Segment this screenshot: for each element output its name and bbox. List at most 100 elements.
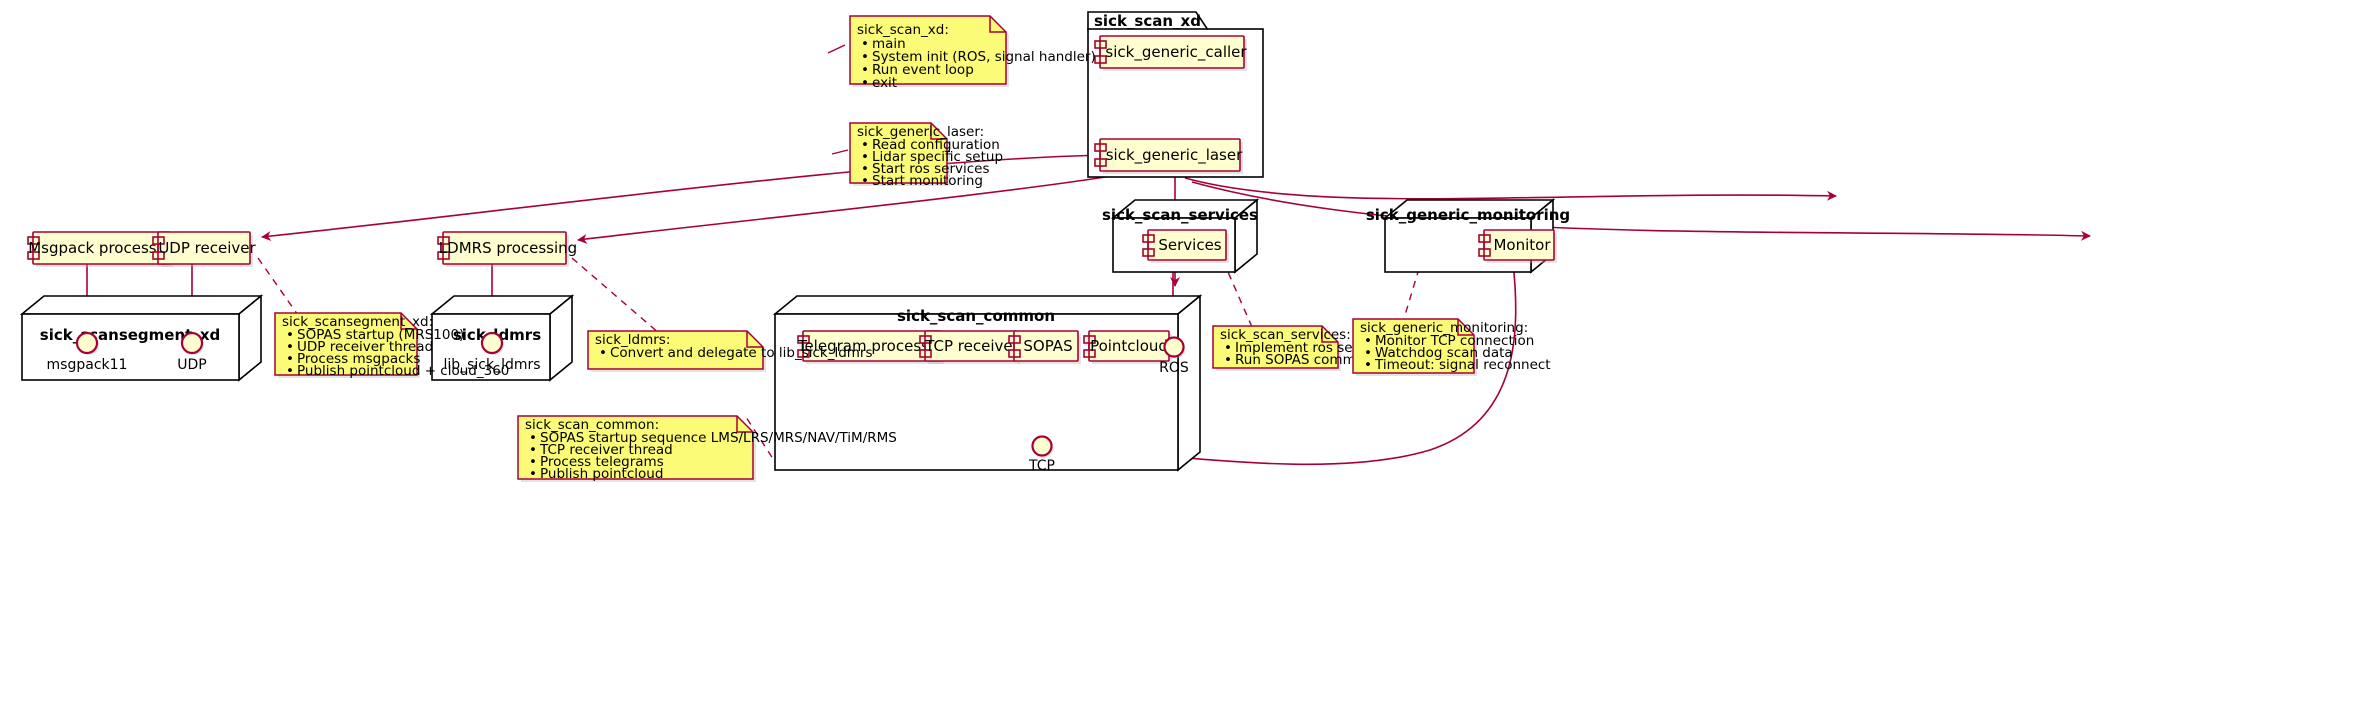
note-header: sick_scan_xd: (857, 22, 949, 38)
interface-label: TCP (1028, 458, 1055, 474)
note-bullet: • (861, 36, 869, 52)
note-body (1352, 318, 1475, 374)
package-title-sick-generic-monitoring: sick_generic_monitoring (1366, 206, 1570, 224)
interface-circle-icon (180, 331, 204, 355)
node-front-face (21, 313, 240, 381)
note-item: Timeout: signal reconnect (1374, 357, 1551, 373)
package-title-sick-scan-common: sick_scan_common (897, 307, 1055, 325)
note-sick-scan-xd[interactable]: sick_scan_xd: • main • System init (ROS,… (849, 15, 1096, 91)
note-item: Process telegrams (540, 454, 664, 470)
note-item: Start monitoring (872, 173, 983, 189)
note-bullet: • (1364, 345, 1372, 361)
note-bullet: • (861, 161, 869, 177)
package-sick-scan-services[interactable]: sick_scan_services (1102, 198, 1260, 274)
note-body (1212, 325, 1339, 369)
edge-laser-to-genericmonitoring (1191, 181, 2091, 241)
component-udp-receiver[interactable]: UDP receiver (152, 231, 256, 267)
note-bullet: • (286, 363, 294, 379)
note-bullet: • (529, 430, 537, 446)
note-sick-scan-common[interactable]: sick_scan_common: • SOPAS startup sequen… (517, 415, 897, 482)
component-label: SOPAS (1023, 337, 1072, 355)
interface-circle-icon (75, 331, 99, 355)
component-ldmrs-processing[interactable]: LDMRS processing (437, 231, 577, 267)
note-sick-generic-monitoring[interactable]: sick_generic_monitoring: • Monitor TCP c… (1352, 318, 1551, 376)
note-bullet: • (861, 173, 869, 189)
leader-note-scanxd (827, 44, 846, 54)
note-item: Publish pointcloud + cloud_360 (297, 363, 509, 379)
note-item: UDP receiver thread (297, 339, 433, 355)
note-bullet: • (1364, 333, 1372, 349)
note-bullet: • (1224, 352, 1232, 368)
interface-udp[interactable]: UDP (177, 331, 207, 373)
component-label: Msgpack processing (28, 239, 180, 257)
note-item: Publish pointcloud (540, 466, 663, 482)
note-sick-generic-laser[interactable]: sick_generic_laser: • Read configuration… (849, 122, 1003, 189)
interface-label: ROS (1159, 360, 1189, 376)
note-bullet: • (599, 345, 607, 361)
note-bullet: • (529, 442, 537, 458)
interface-label: msgpack11 (47, 357, 128, 373)
interface-msgpack11[interactable]: msgpack11 (47, 331, 128, 373)
note-foldcorner-icon (400, 313, 417, 330)
note-item: Monitor TCP connection (1375, 333, 1534, 349)
interface-label: UDP (177, 357, 206, 373)
component-telegram-processing[interactable]: Telegram processing (797, 330, 952, 364)
component-tcp-receiver[interactable]: TCP receiver (919, 330, 1020, 364)
component-label: Services (1158, 236, 1221, 254)
component-label: Telegram processing (797, 337, 952, 355)
component-monitor[interactable]: Monitor (1478, 229, 1557, 263)
note-bullet: • (529, 454, 537, 470)
note-header: sick_scan_common: (525, 417, 659, 433)
leader-note-scancommon (743, 413, 780, 469)
note-item: Start ros services (872, 161, 990, 177)
component-services[interactable]: Services (1142, 229, 1229, 263)
note-bullet: • (286, 351, 294, 367)
note-sick-ldmrs[interactable]: sick_ldmrs: • Convert and delegate to li… (587, 330, 873, 372)
note-header: sick_scan_services: (1220, 327, 1351, 343)
interface-label: lib_sick_ldmrs (443, 357, 540, 373)
note-foldcorner-icon (1321, 326, 1338, 343)
note-item: Lidar specific setup (872, 149, 1003, 165)
note-item: main (872, 36, 906, 52)
note-item: Run SOPAS commands (1235, 352, 1388, 368)
component-label: TCP receiver (924, 337, 1019, 355)
component-sick-generic-laser[interactable]: sick_generic_laser (1094, 138, 1243, 174)
interface-ros[interactable]: ROS (1159, 336, 1189, 377)
package-title-sick-scan-xd: sick_scan_xd (1094, 12, 1201, 30)
component-sick-generic-caller[interactable]: sick_generic_caller (1094, 35, 1247, 71)
note-item: Process msgpacks (297, 351, 420, 367)
note-body (274, 312, 418, 376)
leader-note-genericmonitoring (1401, 271, 1419, 326)
note-item: System init (ROS, signal handler) (872, 49, 1096, 65)
component-label: Monitor (1493, 236, 1551, 254)
note-bullet: • (529, 466, 537, 482)
note-item: SOPAS startup (MRS100) (297, 327, 464, 343)
note-bullet: • (861, 62, 869, 78)
note-body (849, 15, 1007, 85)
component-sopas[interactable]: SOPAS (1008, 330, 1081, 364)
edge-laser-to-scansegment (261, 154, 1106, 242)
note-bullet: • (861, 49, 869, 65)
note-bullet: • (286, 327, 294, 343)
component-label: sick_generic_laser (1106, 146, 1243, 165)
interface-lib-sick-ldmrs[interactable]: lib_sick_ldmrs (443, 331, 541, 373)
note-foldcorner-icon (736, 416, 753, 433)
note-foldcorner-icon (746, 331, 763, 348)
edge-laser-to-scanservices (1184, 177, 1837, 201)
component-msgpack-processing[interactable]: Msgpack processing (27, 231, 180, 267)
note-bullet: • (1364, 357, 1372, 373)
note-bullet: • (861, 75, 869, 91)
note-foldcorner-icon (989, 16, 1006, 33)
component-label: Pointcloud (1090, 337, 1168, 355)
component-label: LDMRS processing (439, 239, 577, 257)
note-item: Read configuration (872, 137, 1000, 153)
interface-circle-icon (1031, 435, 1053, 457)
note-header: sick_ldmrs: (595, 332, 670, 348)
note-bullet: • (861, 149, 869, 165)
interface-tcp[interactable]: TCP (1028, 435, 1055, 475)
note-header: sick_generic_monitoring: (1360, 320, 1528, 336)
note-sick-scansegment-xd[interactable]: sick_scansegment_xd: • SOPAS startup (MR… (274, 312, 509, 379)
note-body (587, 330, 764, 370)
leader-note-genericlaser (831, 149, 849, 155)
